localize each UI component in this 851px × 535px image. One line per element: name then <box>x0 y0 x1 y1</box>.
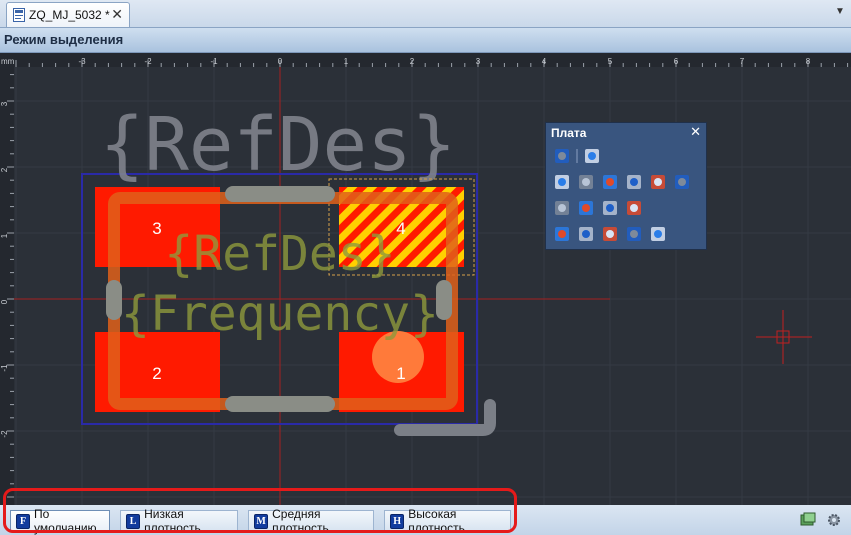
frequency-label[interactable]: {Frequency} <box>121 286 439 342</box>
outline-notch-bottom <box>225 396 335 412</box>
corner-bracket <box>394 399 496 436</box>
ruler-x-label: 6 <box>674 57 679 66</box>
ruler-x-label: 2 <box>410 57 415 66</box>
density-low-label: Низкая плотность <box>144 507 201 535</box>
settings-gear-icon[interactable] <box>826 512 842 528</box>
clip-icon[interactable] <box>579 201 593 215</box>
document-icon <box>13 8 25 22</box>
grid-icon[interactable] <box>627 201 641 215</box>
density-medium-label: Средняя плотность <box>272 507 329 535</box>
layer-icon[interactable] <box>603 227 617 241</box>
pin-icon[interactable] <box>579 227 593 241</box>
ruler-x-label: 5 <box>608 57 613 66</box>
ruler-unit: mm <box>1 57 15 66</box>
target-icon[interactable] <box>579 175 593 189</box>
board-panel-title: Плата <box>551 126 587 140</box>
ruler-x-label: 1 <box>344 57 349 66</box>
courtyard-outline <box>81 173 478 425</box>
ruler-x-label: 3 <box>476 57 481 66</box>
ruler-x-label: 8 <box>806 57 811 66</box>
density-default-label: По умолчанию <box>34 507 97 535</box>
ruler-x-label: -2 <box>144 57 152 66</box>
board-icon[interactable] <box>585 149 599 163</box>
ruler-y-label: -1 <box>0 364 9 372</box>
selection-box <box>328 178 475 276</box>
pcb-canvas[interactable]: mm -3 -2 -1 0 1 2 3 4 5 6 7 8 3 2 1 0 -1 -2 {RefDes} {Re… <box>0 53 851 505</box>
ruler-x-label: -1 <box>210 57 218 66</box>
outline-notch-right <box>436 280 452 320</box>
pad-2-number: 2 <box>152 364 161 383</box>
board-panel[interactable]: Плата ✕ <box>545 122 707 250</box>
document-tab[interactable]: ZQ_MJ_5032 * ✕ <box>6 2 130 27</box>
pin-1-marker <box>372 331 424 383</box>
document-tab-bar: ZQ_MJ_5032 * ✕ ▼ <box>0 0 851 28</box>
layers-icon[interactable] <box>800 512 816 528</box>
density-high-badge: H <box>390 513 405 529</box>
ruler-x-label: 7 <box>740 57 745 66</box>
chip-icon[interactable] <box>627 175 641 189</box>
refresh-icon[interactable] <box>555 149 569 163</box>
image-icon[interactable] <box>651 175 665 189</box>
ruler-y-label: -2 <box>0 430 9 438</box>
mode-label: Режим выделения <box>4 32 124 47</box>
pad-3-number: 3 <box>152 219 161 238</box>
tab-dropdown-icon[interactable]: ▼ <box>835 6 845 17</box>
zoom-icon[interactable] <box>603 175 617 189</box>
route-icon[interactable] <box>603 201 617 215</box>
ruler-x-label: 4 <box>542 57 547 66</box>
density-low-badge: L <box>126 513 141 529</box>
pad-1-number: 1 <box>396 364 405 383</box>
ruler-x-label: -3 <box>78 57 86 66</box>
density-low-button[interactable]: L Низкая плотность <box>120 507 238 535</box>
ruler-y-label: 2 <box>0 167 9 172</box>
density-high-button[interactable]: H Высокая плотность <box>384 507 511 535</box>
board-panel-toolbar <box>555 149 689 241</box>
ruler-y-label: 0 <box>0 299 9 304</box>
refdes-label-large[interactable]: {RefDes} <box>100 102 456 188</box>
density-medium-badge: M <box>254 513 269 529</box>
ring-icon[interactable] <box>555 175 569 189</box>
ruler-y-label: 1 <box>0 233 9 238</box>
text-a-icon[interactable] <box>627 227 641 241</box>
close-tab-icon[interactable]: ✕ <box>111 6 123 22</box>
density-toolbar: F По умолчанию L Низкая плотность M Сред… <box>0 505 851 535</box>
document-tab-title: ZQ_MJ_5032 * <box>29 8 110 22</box>
pad-4-number: 4 <box>396 219 405 238</box>
select-box-icon[interactable] <box>555 227 569 241</box>
outline-notch-left <box>106 280 122 320</box>
density-high-label: Высокая плотность <box>408 507 465 535</box>
board-panel-close-icon[interactable]: ✕ <box>690 124 701 139</box>
density-default-badge: F <box>16 513 31 529</box>
net-icon[interactable] <box>675 175 689 189</box>
wire-icon[interactable] <box>555 201 569 215</box>
mode-bar: Режим выделения <box>0 28 851 53</box>
ruler-x-label: 0 <box>278 57 283 66</box>
ruler: mm -3 -2 -1 0 1 2 3 4 5 6 7 8 3 2 1 0 -1 -2 <box>0 53 851 505</box>
density-medium-button[interactable]: M Средняя плотность <box>248 507 374 535</box>
refdes-label-small[interactable]: {RefDes} <box>164 226 395 282</box>
outline-notch-top <box>225 186 335 202</box>
crosshair-cursor-icon <box>756 310 812 364</box>
ruler-y-label: 3 <box>0 101 9 106</box>
density-default-button[interactable]: F По умолчанию <box>10 507 110 535</box>
document-icon[interactable] <box>651 227 665 241</box>
